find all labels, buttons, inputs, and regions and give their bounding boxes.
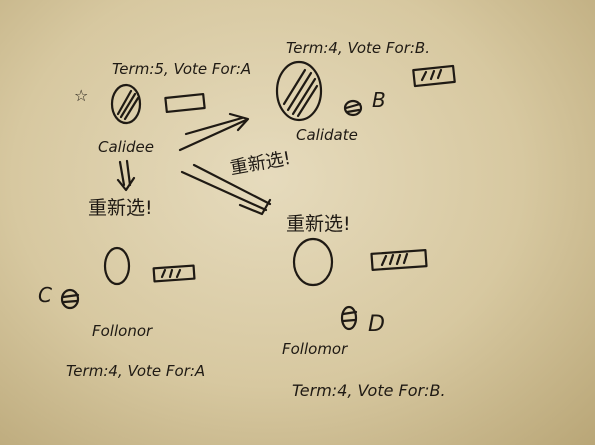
node-a-circle	[110, 83, 142, 125]
node-d: D Follomor Term:4, Vote For:B.	[282, 237, 446, 400]
node-c-circle	[103, 246, 131, 286]
leader-star-icon: ☆	[74, 86, 88, 105]
node-a: Term:5, Vote For:A ☆ Calidee 重新选!	[74, 60, 251, 219]
node-d-scribble	[340, 305, 358, 331]
node-a-term-label: Term:5, Vote For:A	[112, 60, 251, 78]
node-d-term-label: Term:4, Vote For:B.	[292, 381, 446, 400]
node-b-log-box	[412, 64, 456, 88]
node-d-role-label: Follomor	[282, 340, 348, 358]
arrow-a-to-b	[178, 112, 250, 152]
node-b-role-label: Calidate	[296, 126, 358, 144]
reelect-label-left: 重新选!	[88, 197, 153, 219]
node-b: Term:4, Vote For:B. B Calidate	[275, 39, 456, 144]
node-b-term-label: Term:4, Vote For:B.	[286, 39, 430, 57]
node-c-term-label: Term:4, Vote For:A	[66, 362, 205, 380]
node-a-hatching	[116, 89, 140, 121]
node-d-log-box	[370, 249, 428, 271]
reelect-label-right: 重新选!	[286, 213, 351, 235]
node-b-log-entries	[420, 68, 443, 82]
node-d-letter: D	[368, 312, 385, 337]
node-c-letter: C	[38, 283, 52, 307]
node-c-log-box	[152, 264, 196, 283]
node-b-scribble	[343, 99, 363, 117]
down-arrow-icon	[116, 159, 136, 192]
node-b-hatching	[282, 68, 319, 118]
reelect-label-middle: 重新选!	[228, 148, 292, 179]
node-a-role-label: Calidee	[98, 138, 154, 156]
node-c-role-label: Follonor	[92, 322, 153, 340]
node-d-circle	[292, 237, 334, 287]
node-c-log-entries	[160, 268, 182, 279]
node-b-letter: B	[372, 88, 386, 112]
node-d-log-entries	[380, 252, 409, 267]
node-c: C Follonor Term:4, Vote For:A	[38, 246, 205, 380]
arrow-a-to-d	[180, 163, 272, 216]
node-a-log-box	[164, 92, 206, 114]
node-c-scribble	[60, 288, 80, 310]
node-b-circle	[275, 60, 323, 122]
